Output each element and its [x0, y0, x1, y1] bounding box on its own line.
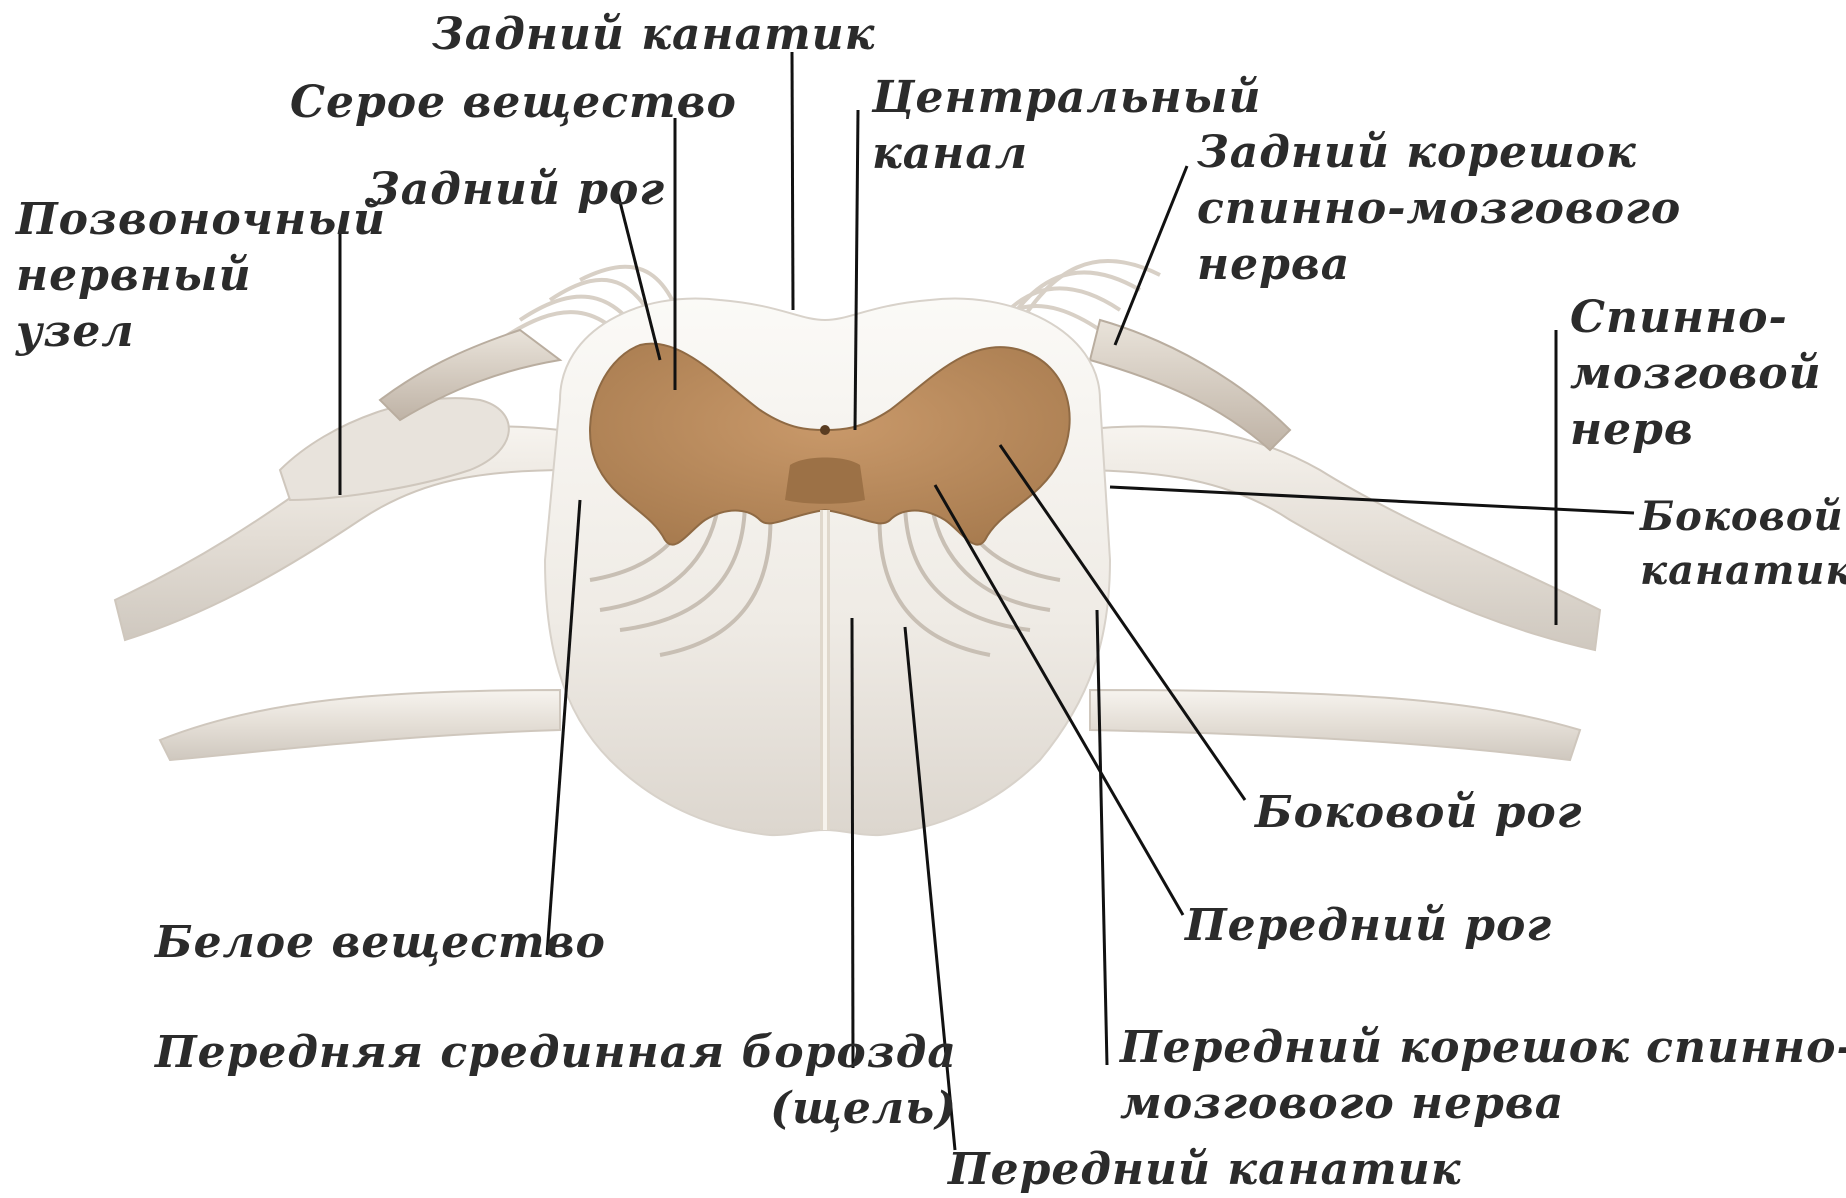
label-posterior-root-line3: нерва — [1197, 237, 1681, 293]
label-anterior-root-line2: мозгового нерва — [1120, 1076, 1846, 1132]
label-lateral-horn: Боковой рог — [1255, 785, 1583, 841]
left-anterior-root-bundle — [160, 690, 560, 760]
label-spinal-ganglion-line1: Позвоночный — [16, 192, 386, 248]
label-lateral-funiculus: Боковой канатик — [1640, 490, 1846, 598]
label-spinal-nerve-line3: нерв — [1570, 402, 1822, 458]
label-posterior-funiculus: Задний канатик — [432, 7, 875, 63]
label-anterior-horn: Передний рог — [1185, 898, 1552, 954]
label-posterior-root-line1: Задний корешок — [1197, 125, 1681, 181]
label-anterior-root-line1: Передний корешок спинно- — [1120, 1020, 1846, 1076]
right-spinal-nerve — [1070, 426, 1600, 650]
label-anterior-median-fissure-line2: (щель) — [155, 1081, 957, 1137]
label-central-canal-line1: Центральный — [872, 70, 1262, 126]
label-white-matter: Белое вещество — [155, 915, 606, 971]
label-anterior-median-fissure: Передняя срединная борозда (щель) — [155, 1025, 957, 1137]
right-anterior-root-bundle — [1090, 690, 1580, 760]
label-spinal-nerve: Спинно- мозговой нерв — [1570, 290, 1822, 458]
label-lateral-funiculus-line2: канатик — [1640, 544, 1846, 598]
label-gray-matter: Серое вещество — [290, 75, 737, 131]
label-posterior-root: Задний корешок спинно-мозгового нерва — [1197, 125, 1681, 293]
label-posterior-root-line2: спинно-мозгового — [1197, 181, 1681, 237]
label-posterior-horn: Задний рог — [368, 162, 665, 218]
label-spinal-nerve-line2: мозговой — [1570, 346, 1822, 402]
label-spinal-ganglion-line2: нервный — [16, 248, 386, 304]
label-anterior-root: Передний корешок спинно- мозгового нерва — [1120, 1020, 1846, 1132]
label-spinal-ganglion: Позвоночный нервный узел — [16, 192, 386, 360]
label-spinal-ganglion-line3: узел — [16, 304, 386, 360]
central-canal — [820, 425, 830, 435]
label-spinal-nerve-line1: Спинно- — [1570, 290, 1822, 346]
gray-commissure — [785, 458, 865, 504]
label-anterior-median-fissure-line1: Передняя срединная борозда — [155, 1025, 957, 1081]
label-lateral-funiculus-line1: Боковой — [1640, 490, 1846, 544]
label-anterior-funiculus: Передний канатик — [948, 1142, 1462, 1198]
